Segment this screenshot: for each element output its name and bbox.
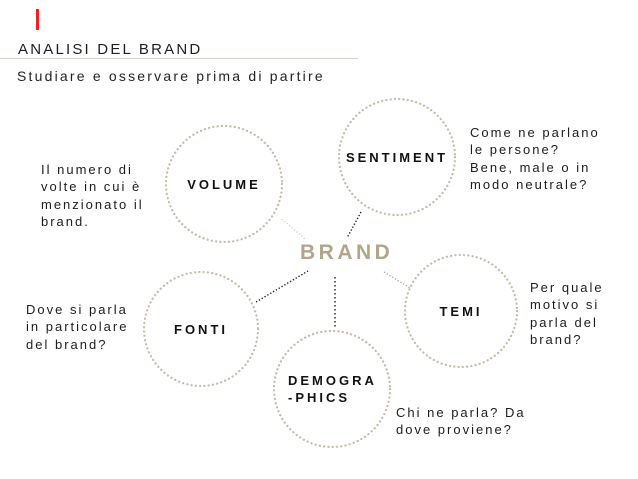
desc-demographics: Chi ne parla? Da dove proviene? xyxy=(396,405,526,438)
circle-temi xyxy=(403,253,519,369)
desc-sentiment: Come ne parlano le persone? Bene, male o… xyxy=(470,125,600,193)
connector-volume-brand xyxy=(281,218,307,241)
node-label-demographics: DEMOGRA -PHICS xyxy=(288,373,377,405)
slide-title: ANALISI DEL BRAND xyxy=(18,41,203,58)
node-label-sentiment: SENTIMENT xyxy=(345,149,449,165)
desc-fonti: Dove si parla in particolare del brand? xyxy=(26,302,129,352)
node-label-volume: VOLUME xyxy=(187,176,261,192)
circle-fonti xyxy=(142,270,260,388)
red-cursor-mark xyxy=(36,9,39,30)
title-underline xyxy=(0,58,358,59)
node-label-fonti: FONTI xyxy=(174,321,228,337)
slide-subtitle: Studiare e osservare prima di partire xyxy=(17,68,325,84)
desc-temi: Per quale motivo si parla del brand? xyxy=(530,280,604,348)
circle-sentiment xyxy=(337,97,457,217)
node-label-temi: TEMI xyxy=(439,303,483,319)
brand-center-label: BRAND xyxy=(300,241,394,264)
circle-demographics xyxy=(272,329,392,449)
circle-volume xyxy=(164,124,284,244)
connector-sentiment-brand xyxy=(346,211,362,239)
desc-volume: Il numero di volte in cui è menzionato i… xyxy=(41,162,144,230)
connector-fonti-brand xyxy=(255,270,309,303)
